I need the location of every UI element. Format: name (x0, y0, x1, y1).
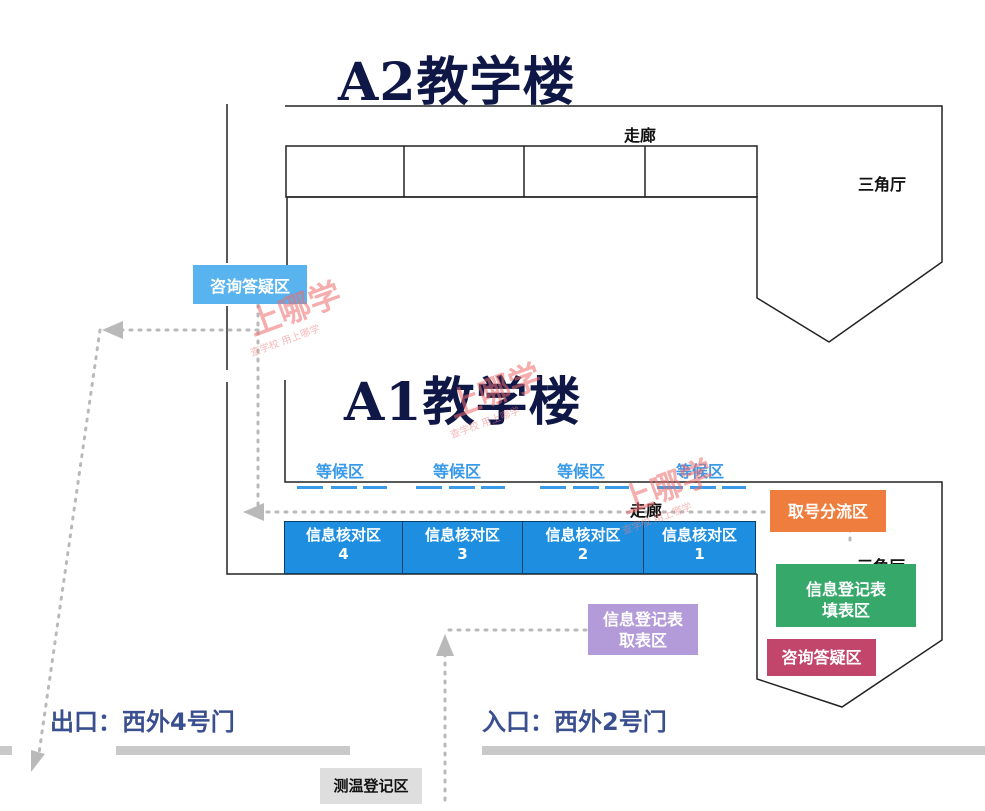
temperature-check-zone: 测温登记区 (320, 768, 422, 804)
a1-corridor-label: 走廊 (630, 501, 663, 520)
info-check-zone-3: 信息核对区 3 (402, 521, 523, 574)
info-check-zone-4: 信息核对区 4 (284, 521, 403, 574)
road-segment (482, 746, 985, 755)
waiting-area-label: 等候区 (316, 462, 365, 481)
a1-building-outline (226, 380, 943, 708)
entrance-gate-label: 入口：西外2号门 (482, 708, 667, 736)
a2-triangle-hall-label: 三角厅 (858, 175, 907, 194)
form-fill-zone: 信息登记表 填表区 (776, 564, 916, 627)
info-check-zone-2: 信息核对区 2 (522, 521, 644, 574)
consult-zone-top: 咨询答疑区 (193, 265, 307, 304)
road-segment (0, 746, 12, 755)
a1-building-title: A1教学楼 (344, 372, 582, 433)
road-segment (116, 746, 350, 755)
info-check-zone-1: 信息核对区 1 (643, 521, 756, 574)
arrow-up-icon (436, 634, 454, 656)
path-arrowheads (31, 321, 454, 772)
a2-building-outline (226, 104, 943, 370)
waiting-area-label: 等候区 (433, 462, 482, 481)
arrow-down-icon (31, 750, 45, 772)
a2-building-title: A2教学楼 (338, 52, 576, 113)
form-pickup-zone: 信息登记表 取表区 (588, 604, 698, 655)
consult-zone-bottom: 咨询答疑区 (767, 639, 876, 676)
a2-corridor-label: 走廊 (624, 126, 657, 145)
arrow-left-icon (102, 321, 123, 339)
arrow-left-icon (243, 503, 264, 521)
queue-number-zone: 取号分流区 (770, 490, 886, 532)
waiting-area-label: 等候区 (557, 462, 606, 481)
exit-gate-label: 出口：西外4号门 (50, 708, 235, 736)
waiting-area-label: 等候区 (676, 462, 725, 481)
